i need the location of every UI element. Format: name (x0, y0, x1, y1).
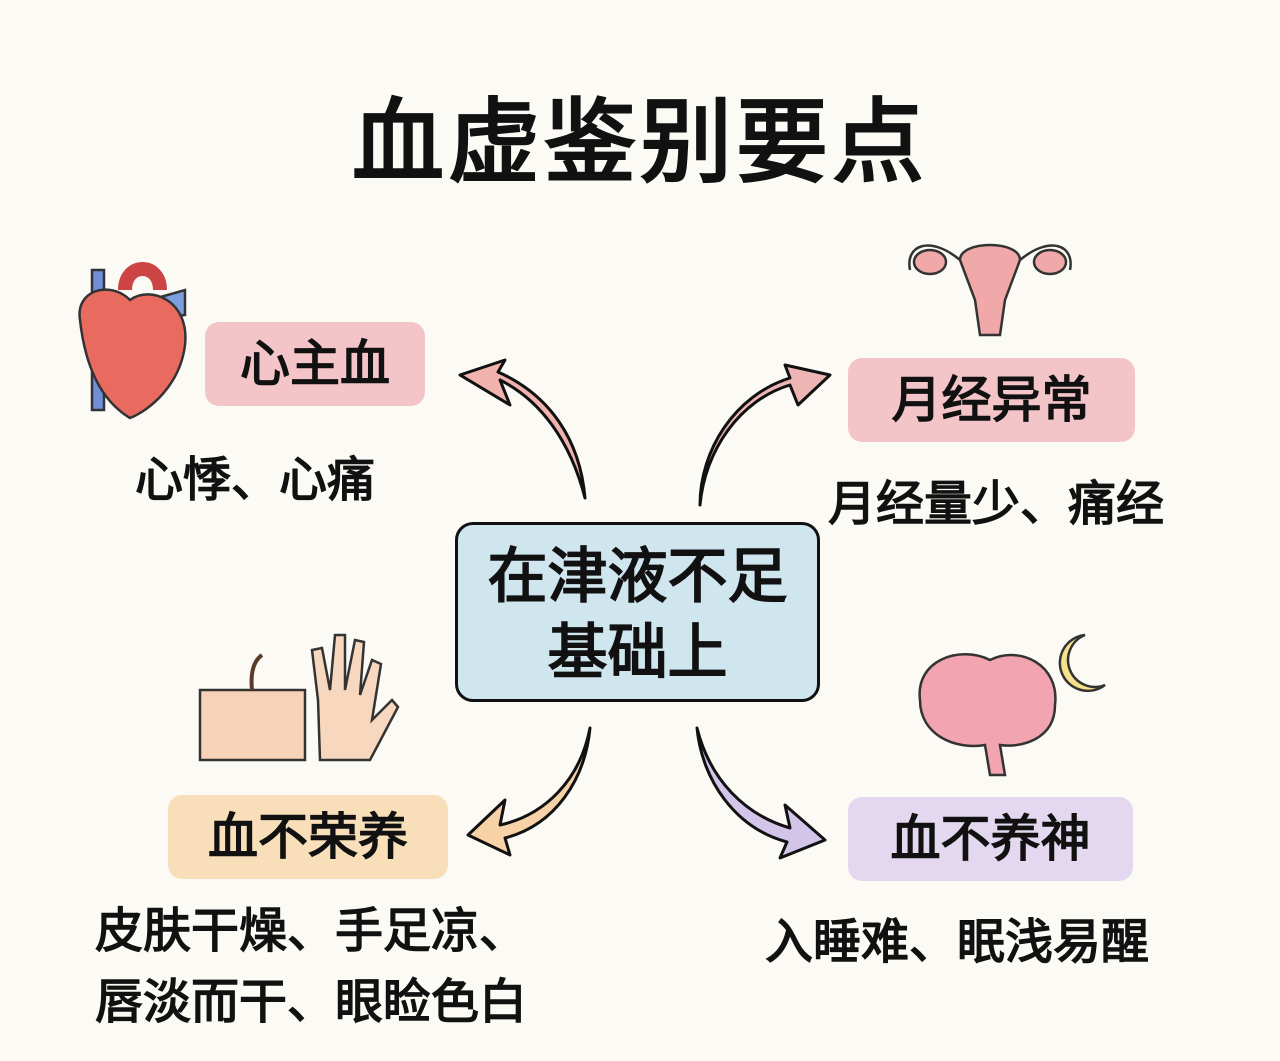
branch-detail-menstruation: 月经量少、痛经 (828, 476, 1165, 532)
arrow-to-menstruation (698, 363, 832, 507)
skin-hand-icon (198, 633, 400, 762)
page-title: 血虚鉴别要点 (351, 89, 928, 196)
branch-detail-spirit: 入睡难、眠浅易醒 (765, 914, 1150, 970)
branch-label-spirit: 血不养神 (848, 797, 1133, 881)
uterus-icon (908, 243, 1072, 337)
brain-moon-icon (918, 633, 1106, 777)
heart-icon (78, 262, 187, 420)
center-line-2: 基础上 (547, 618, 728, 688)
branch-detail-heart: 心悸、心痛 (135, 452, 376, 508)
center-line-1: 在津液不足 (487, 542, 788, 612)
branch-detail-nourish-2: 唇淡而干、眼睑色白 (95, 974, 528, 1030)
arrow-to-heart (458, 358, 587, 500)
arrow-to-spirit (695, 726, 827, 860)
branch-label-menstruation: 月经异常 (848, 358, 1135, 442)
branch-detail-nourish-1: 皮肤干燥、手足凉、 (95, 903, 528, 959)
branch-label-nourish: 血不荣养 (168, 795, 448, 879)
center-node: 在津液不足 基础上 (455, 522, 820, 702)
branch-label-heart: 心主血 (205, 322, 425, 406)
arrow-to-nourish (466, 726, 592, 857)
